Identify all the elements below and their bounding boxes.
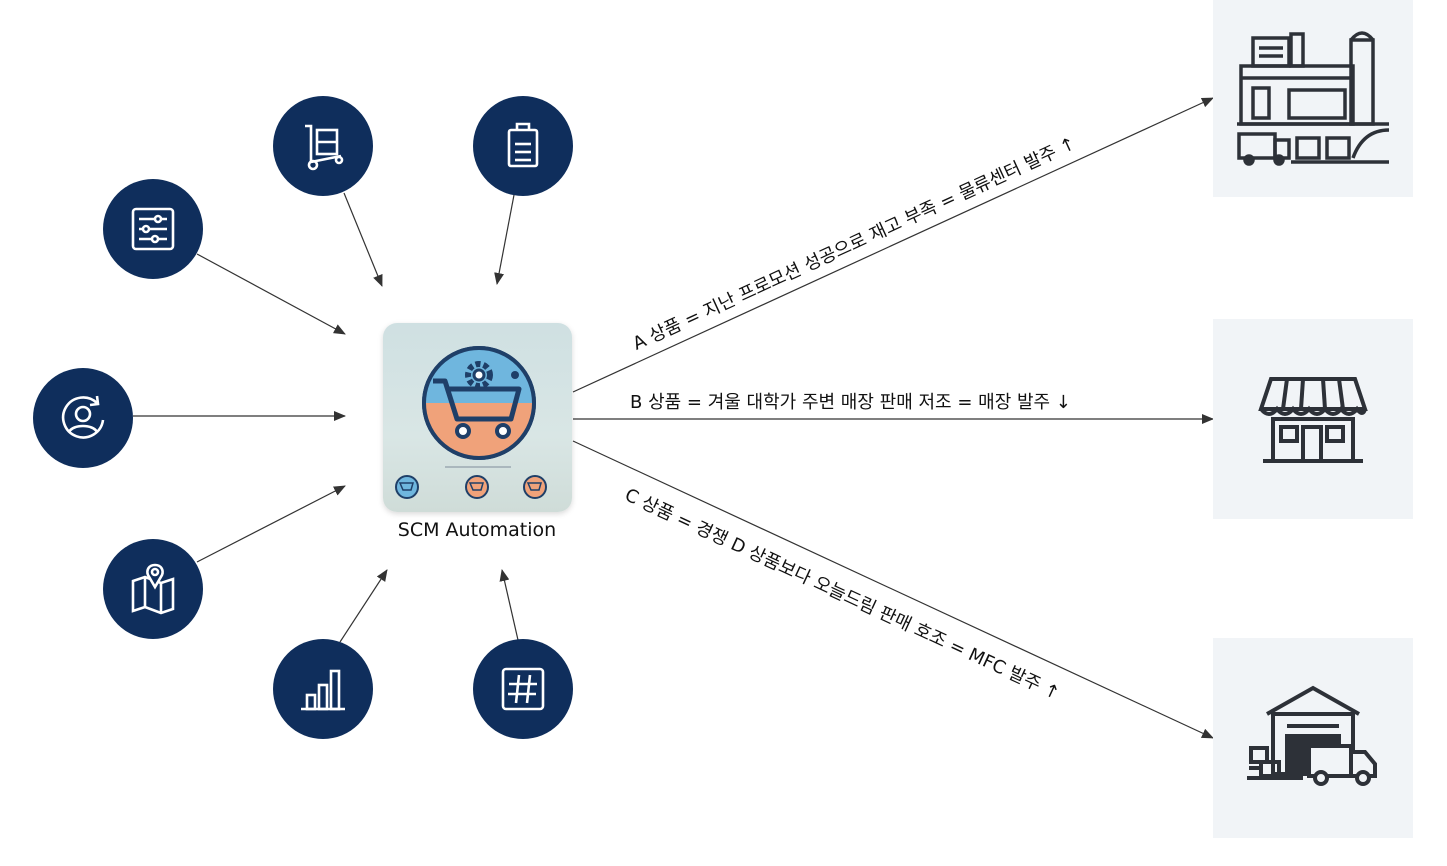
arrow-output-a [572,97,1214,393]
sliders-icon [103,179,203,279]
hashtag-icon [473,639,573,739]
id-badge-icon [473,96,573,196]
warehouse-truck-card [1213,638,1413,838]
user-sync-icon [33,368,133,468]
storefront-icon [1258,377,1368,463]
bar-chart-icon [273,639,373,739]
arrow-hand-truck [343,192,383,287]
hand-truck-icon [273,96,373,196]
mini-cart-icon [395,475,547,499]
arrow-id-badge [494,194,515,285]
shopping-cart-gear-icon [395,346,547,499]
hub-label: SCM Automation [397,519,557,541]
storefront-card [1213,319,1413,519]
arrow-map [196,485,346,563]
distribution-center-card [1213,0,1413,197]
output-label-b: B 상품 = 겨울 대학가 주변 매장 판매 저조 = 매장 발주 ↓ [630,392,1071,413]
arrow-settings [196,253,346,335]
arrow-hashtag [499,569,519,641]
warehouse-truck-icon [1247,685,1377,786]
arrow-output-c [572,440,1214,739]
hub-card [383,323,572,512]
arrow-bar-chart [339,569,388,643]
map-pin-icon [103,539,203,639]
distribution-center-icon [1237,31,1390,166]
